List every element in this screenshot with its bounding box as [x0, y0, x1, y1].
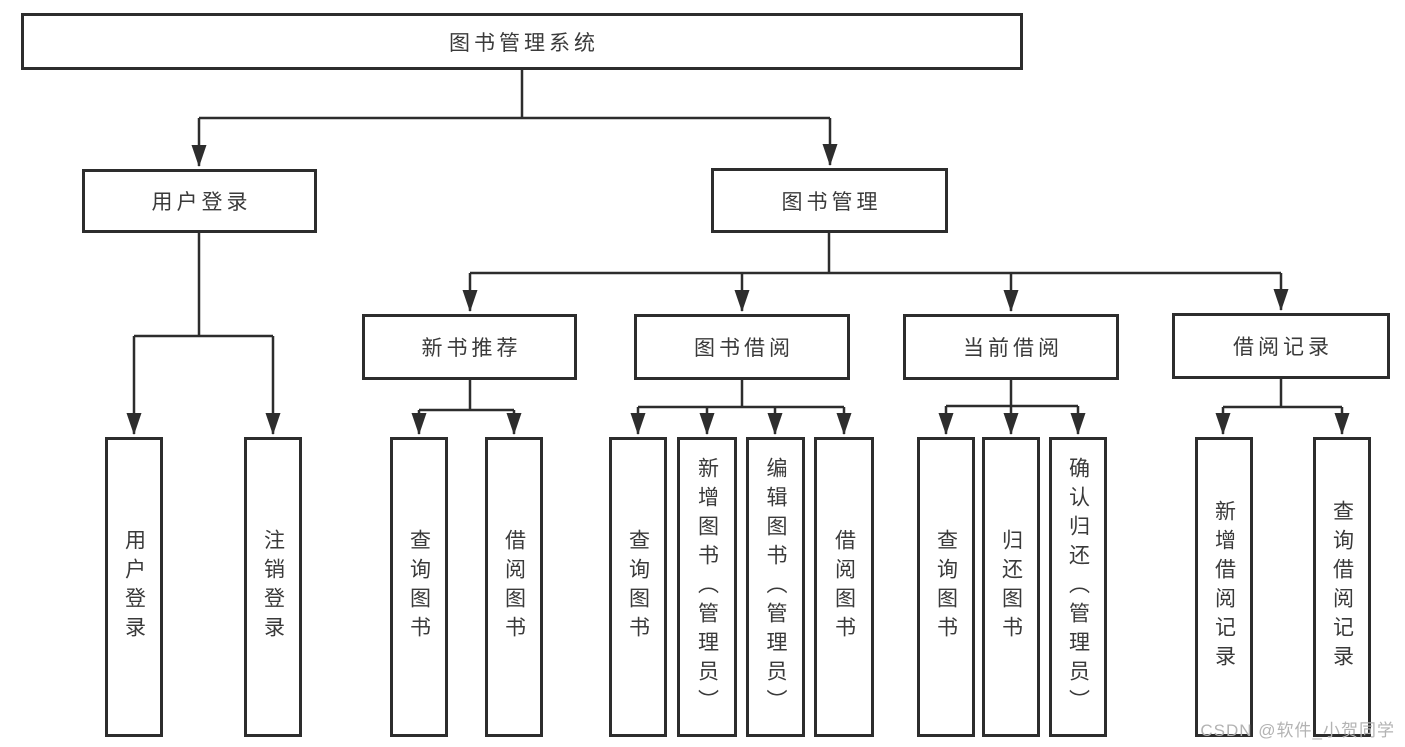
- csdn-watermark: CSDN @软件_小贺同学: [1200, 721, 1395, 740]
- leaf-borrow-books: 借阅图书: [814, 437, 874, 737]
- node-book-management-branch: 图书管理: [711, 168, 948, 233]
- node-library-management-system: 图书管理系统: [21, 13, 1023, 70]
- leaf-logout: 注销登录: [244, 437, 302, 737]
- node-label: 用户登录: [122, 529, 146, 645]
- leaf-edit-books-admin: 编辑图书（管理员）: [746, 437, 805, 737]
- node-current-borrowing: 当前借阅: [903, 314, 1119, 380]
- node-label: 注销登录: [261, 529, 285, 645]
- node-new-book-recommendation: 新书推荐: [362, 314, 577, 380]
- node-label: 借阅记录: [1233, 336, 1333, 359]
- node-book-borrowing: 图书借阅: [634, 314, 850, 380]
- node-label: 查询借阅记录: [1330, 500, 1354, 674]
- node-label: 借阅图书: [832, 529, 856, 645]
- leaf-borrow-books: 借阅图书: [485, 437, 543, 737]
- node-label: 当前借阅: [963, 337, 1063, 360]
- leaf-add-borrow-record: 新增借阅记录: [1195, 437, 1253, 737]
- leaf-query-books: 查询图书: [390, 437, 448, 737]
- leaf-add-books-admin: 新增图书（管理员）: [677, 437, 737, 737]
- node-label: 新书推荐: [421, 337, 522, 360]
- node-label: 查询图书: [626, 529, 650, 645]
- node-label: 借阅图书: [502, 529, 526, 645]
- leaf-query-books: 查询图书: [609, 437, 667, 737]
- node-label: 查询图书: [407, 529, 431, 645]
- node-label: 图书管理系统: [449, 31, 599, 55]
- node-user-login-branch: 用户登录: [82, 169, 317, 233]
- node-label: 查询图书: [934, 529, 958, 645]
- node-label: 图书管理: [781, 190, 882, 214]
- node-label: 新增图书（管理员）: [695, 456, 719, 718]
- node-label: 编辑图书（管理员）: [764, 456, 787, 718]
- node-borrowing-records: 借阅记录: [1172, 313, 1390, 379]
- node-label: 新增借阅记录: [1212, 500, 1236, 674]
- node-label: 图书借阅: [694, 337, 794, 360]
- leaf-query-borrow-record: 查询借阅记录: [1313, 437, 1371, 737]
- leaf-confirm-return-admin: 确认归还（管理员）: [1049, 437, 1107, 737]
- node-label: 用户登录: [151, 191, 252, 214]
- node-label: 归还图书: [999, 529, 1023, 645]
- node-label: 确认归还（管理员）: [1066, 456, 1090, 718]
- leaf-query-books: 查询图书: [917, 437, 975, 737]
- leaf-return-books: 归还图书: [982, 437, 1040, 737]
- leaf-user-login: 用户登录: [105, 437, 163, 737]
